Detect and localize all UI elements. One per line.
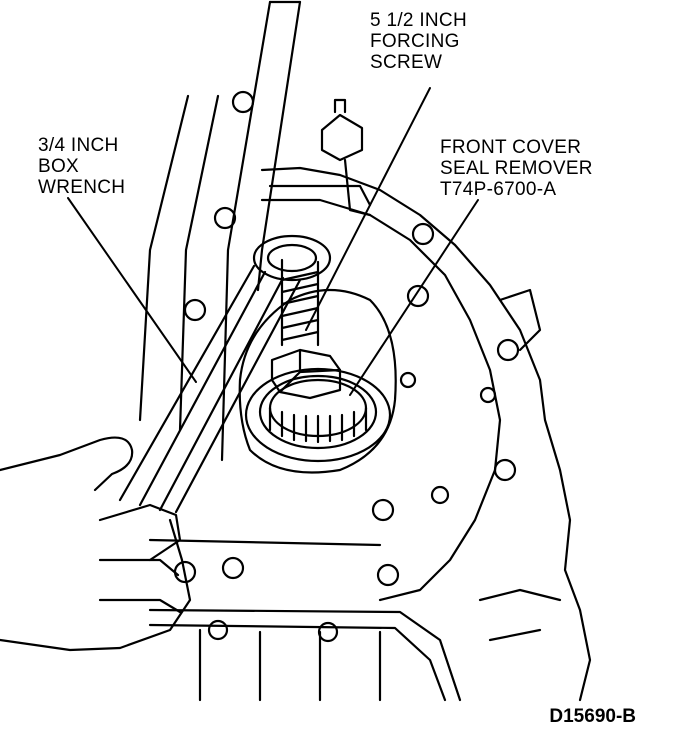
seal-remover-label-line-1: FRONT COVER: [440, 137, 582, 158]
box-wrench-label-line-3: WRENCH: [38, 177, 126, 198]
box-wrench-label-line-1: 3/4 INCH: [38, 135, 119, 156]
box-wrench: [118, 234, 332, 514]
hand: [0, 436, 192, 652]
forcing-screw: [270, 258, 342, 400]
forcing-screw-label: 5 1/2 INCH FORCING SCREW: [370, 10, 467, 73]
forcing-screw-label-line-2: FORCING: [370, 31, 460, 52]
forcing-screw-label-line-3: SCREW: [370, 52, 443, 73]
bolts: [173, 90, 520, 643]
box-wrench-label: 3/4 INCH BOX WRENCH: [38, 135, 125, 198]
top-fitting: [320, 98, 372, 217]
figure-id: D15690-B: [549, 706, 636, 727]
box-wrench-label-line-2: BOX: [38, 156, 80, 177]
seal-remover-label-line-3: T74P-6700-A: [440, 179, 557, 200]
leader-lines: [67, 87, 479, 396]
forcing-screw-label-line-1: 5 1/2 INCH: [370, 10, 467, 31]
housing-rails: [138, 0, 302, 462]
seal-remover-label: FRONT COVER SEAL REMOVER T74P-6700-A: [440, 137, 593, 200]
seal-remover-label-line-2: SEAL REMOVER: [440, 158, 593, 179]
